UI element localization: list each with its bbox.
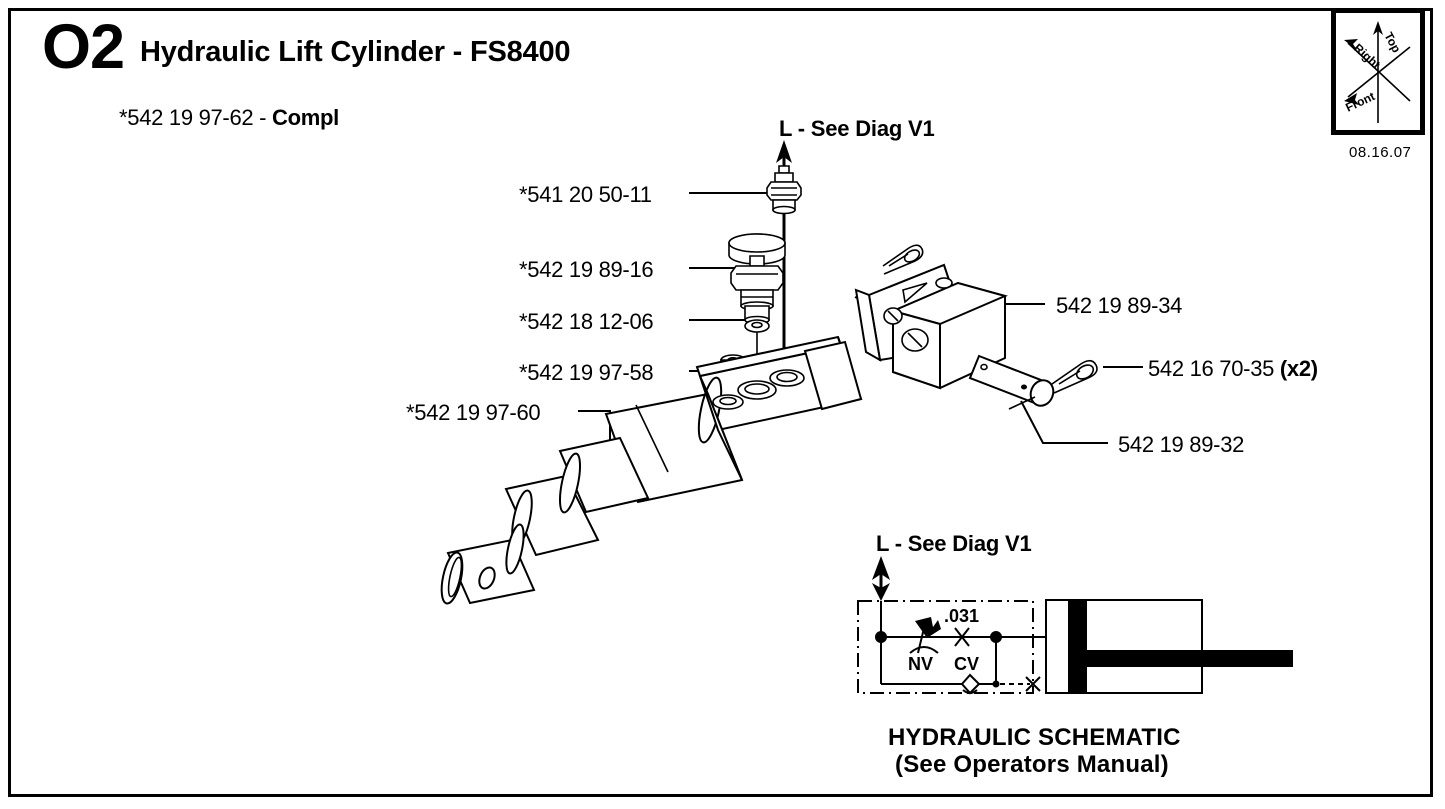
callout-542-19-89-32: 542 19 89-32 bbox=[1118, 432, 1245, 457]
revision-date: 08.16.07 bbox=[1349, 144, 1412, 161]
assembly-compl-text: Compl bbox=[271, 105, 339, 130]
callout-541-20-50-11: *541 20 50-11 bbox=[519, 182, 652, 207]
callout-542-16-70-35-text: 542 16 70-35 bbox=[1148, 356, 1280, 381]
compass-top-label: Top bbox=[1381, 30, 1403, 55]
callout-542-19-89-16: *542 19 89-16 bbox=[519, 257, 654, 282]
callout-542-19-97-60: *542 19 97-60 bbox=[406, 400, 541, 425]
callout-quantity-x2: (x2) bbox=[1279, 356, 1318, 381]
callout-542-19-97-58: *542 19 97-58 bbox=[519, 360, 654, 385]
page-border bbox=[8, 8, 1433, 797]
assembly-part-number: *542 19 97-62 - Compl bbox=[119, 105, 339, 131]
schematic-inlet-label: L - See Diag V1 bbox=[876, 531, 1032, 556]
page-title: O2 bbox=[42, 12, 125, 82]
schematic-caption-subtitle: (See Operators Manual) bbox=[895, 751, 1169, 778]
callout-542-18-12-06: *542 18 12-06 bbox=[519, 309, 654, 334]
plate-title: Hydraulic Lift Cylinder - FS8400 bbox=[140, 36, 571, 68]
callout-542-16-70-35: 542 16 70-35 (x2) bbox=[1148, 356, 1318, 382]
compass-icon: Top Right Front bbox=[1343, 21, 1411, 123]
compass-front-label: Front bbox=[1343, 89, 1377, 115]
callout-diag-v1-top: L - See Diag V1 bbox=[779, 116, 935, 141]
orientation-compass: Top Right Front bbox=[1331, 8, 1425, 135]
callout-542-19-89-34: 542 19 89-34 bbox=[1056, 293, 1183, 318]
assembly-number-text: *542 19 97-62 - bbox=[119, 105, 272, 130]
schematic-caption-title: HYDRAULIC SCHEMATIC bbox=[888, 724, 1181, 751]
